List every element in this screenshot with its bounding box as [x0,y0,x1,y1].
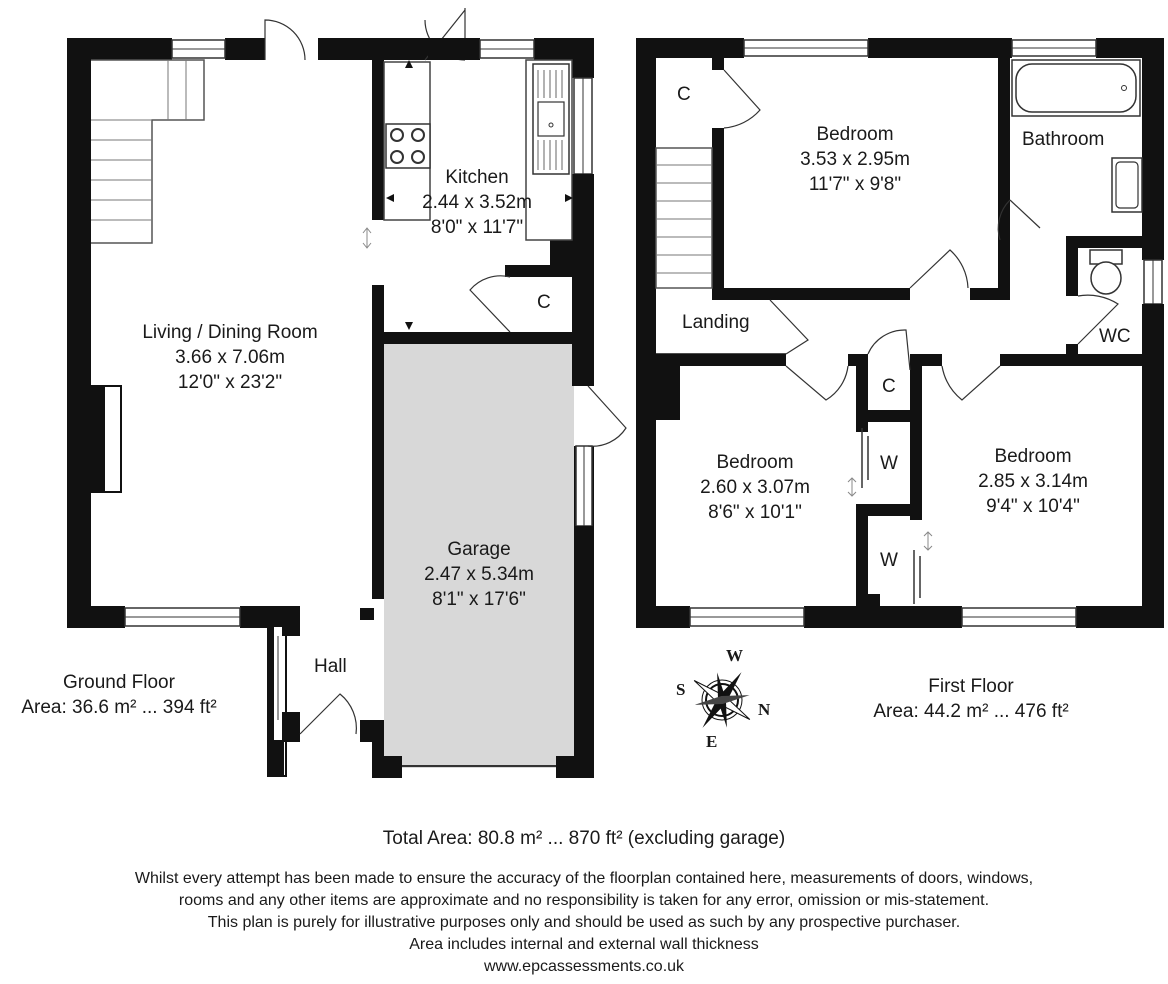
wardrobe1-wall [856,422,868,432]
mid-cupboard-wall-left [856,354,868,416]
garage-imperial: 8'1" x 17'6" [432,589,526,610]
ff-wall-top [636,38,744,58]
wardrobe2-label: W [880,550,898,571]
ground-floor-area: Area: 36.6 m² ... 394 ft² [21,697,217,718]
bedroom1-wall-bottom [712,288,910,300]
kitchen-wall-top [428,38,480,60]
living-room-metric: 3.66 x 7.06m [175,347,285,368]
kitchen-label: Kitchen 2.44 x 3.52m 8'0" x 11'7" [410,165,544,240]
living-room-label: Living / Dining Room 3.66 x 7.06m 12'0" … [118,320,342,395]
kitchen-name: Kitchen [445,167,509,188]
living-room-name: Living / Dining Room [142,322,318,343]
ff-wall-bottom [636,606,690,628]
bedroom2-label: Bedroom 2.60 x 3.07m 8'6" x 10'1" [680,450,830,525]
garage-metric: 2.47 x 5.34m [424,564,534,585]
total-area: Total Area: 80.8 m² ... 870 ft² (excludi… [382,828,786,849]
first-floor-plan [636,38,1164,628]
ff-wall-left [636,38,656,628]
hall-label: Hall [314,656,347,677]
first-floor-area: Area: 44.2 m² ... 476 ft² [873,701,1069,722]
landing-wall-bottom [656,354,786,366]
ff-stairs [655,147,713,289]
compass-s-label: S [676,680,686,699]
bathroom-label: Bathroom [1022,129,1105,150]
landing-label: Landing [682,312,750,333]
bedroom1-imperial: 11'7" x 9'8" [808,174,902,195]
bedroom1-name: Bedroom [816,124,894,145]
website: www.epcassessments.co.uk [483,958,685,975]
compass-w-label: W [726,646,743,665]
first-floor-title: First Floor [928,676,1014,697]
bedroom3-metric: 2.85 x 3.14m [978,471,1088,492]
garage-label: Garage 2.47 x 5.34m 8'1" x 17'6" [410,537,548,612]
bedroom2-metric: 2.60 x 3.07m [700,477,810,498]
mid-cupboard-wall-right [910,354,922,520]
kitchen-imperial: 8'0" x 11'7" [430,217,524,238]
ground-stairs [91,59,205,244]
garage-floor [384,344,574,768]
living-wall-left [67,38,91,628]
kitchen-cupboard-label: C [537,292,551,313]
bedroom3-name: Bedroom [994,446,1072,467]
disclaimer-line-2: rooms and any other items are approximat… [178,892,990,909]
bedroom3-imperial: 9'4" x 10'4" [986,496,1080,517]
bedroom2-name: Bedroom [716,452,794,473]
top-cupboard-label: C [677,84,691,105]
wc-label: WC [1099,326,1131,347]
disclaimer-line-4: Area includes internal and external wall… [409,936,759,953]
ground-floor-caption: Ground Floor Area: 36.6 m² ... 394 ft² [0,670,238,720]
compass-rose [693,672,751,728]
mid-cupboard-label: C [882,376,896,397]
bedroom1-wall-left [712,58,724,70]
ground-floor-plan [67,8,627,778]
disclaimer-line-3: This plan is purely for illustrative pur… [207,914,961,931]
living-wall-top-mid [225,38,265,60]
living-room-imperial: 12'0" x 23'2" [177,372,283,393]
bedroom1-metric: 3.53 x 2.95m [800,149,910,170]
bedroom3-label: Bedroom 2.85 x 3.14m 9'4" x 10'4" [958,444,1108,519]
kitchen-wall-bottom [372,332,594,344]
compass-e-label: E [706,732,718,751]
first-floor-caption: First Floor Area: 44.2 m² ... 476 ft² [850,674,1092,724]
wc-wall-left [1066,236,1078,296]
living-wall-bottom-left [67,606,125,628]
compass-n-label: N [758,700,771,719]
living-wall-top-left [67,38,172,60]
garage-wall-right [574,344,594,386]
garage-name: Garage [447,539,511,560]
garage-wall-left [372,344,384,599]
wc-wall-top [1066,236,1142,248]
ground-floor-title: Ground Floor [63,672,175,693]
kitchen-metric: 2.44 x 3.52m [422,192,532,213]
kitchen-wall-right [572,38,594,78]
disclaimer-line-1: Whilst every attempt has been made to en… [134,870,1034,887]
ff-wall-right [1142,38,1164,260]
bedroom1-label: Bedroom 3.53 x 2.95m 11'7" x 9'8" [780,122,930,197]
bedroom1-wall-right [998,58,1010,300]
wardrobe1-label: W [880,453,898,474]
bedroom2-imperial: 8'6" x 10'1" [708,502,802,523]
kitchen-wall-left [372,38,384,220]
